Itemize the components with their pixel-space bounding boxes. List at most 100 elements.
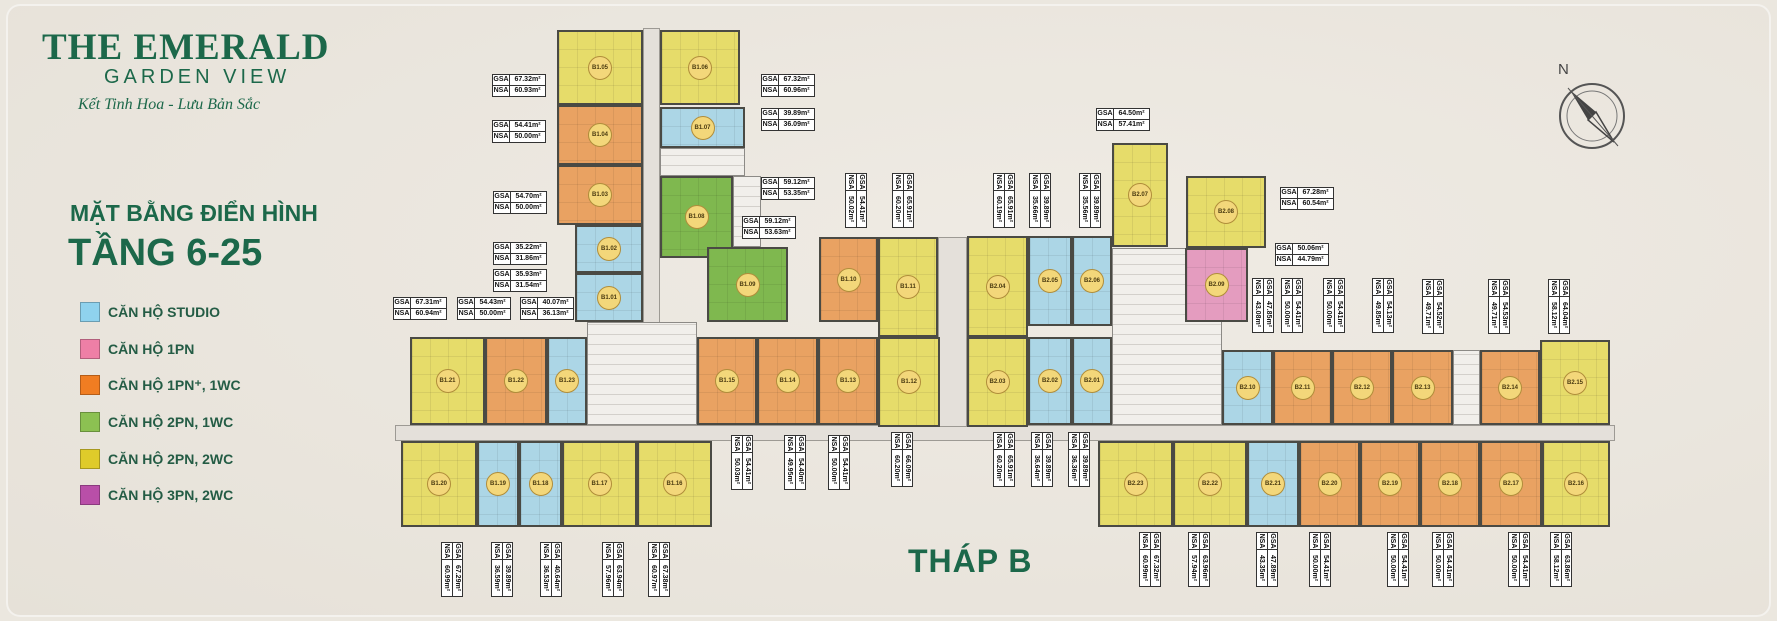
gsa-value: 40.64m²	[551, 560, 561, 596]
nsa-label: NSA	[521, 308, 538, 319]
nsa-label: NSA	[1282, 279, 1292, 296]
apartment-unit[interactable]: B2.22	[1173, 441, 1247, 527]
apartment-unit[interactable]: B2.10	[1222, 350, 1273, 425]
gsa-label: GSA	[902, 433, 912, 450]
apartment-unit[interactable]: B1.14	[757, 337, 818, 425]
nsa-value: 50.00m²	[1510, 554, 1518, 582]
apartment-unit[interactable]: B2.12	[1332, 350, 1392, 425]
legend-item: CĂN HỘ 1PN	[80, 339, 194, 359]
nsa-label: NSA	[1281, 198, 1298, 209]
apartment-unit[interactable]: B2.09	[1185, 248, 1248, 322]
apartment-unit[interactable]: B1.02	[575, 225, 643, 273]
legend-label: CĂN HỘ 2PN, 1WC	[108, 414, 234, 430]
unit-number-badge: B1.02	[597, 237, 621, 261]
apartment-unit[interactable]: B1.11	[878, 237, 938, 337]
unit-number-badge: B2.05	[1038, 269, 1062, 293]
gsa-label: GSA	[1097, 109, 1114, 120]
apartment-unit[interactable]: B1.09	[707, 247, 788, 322]
apartment-unit[interactable]: B1.03	[557, 165, 643, 225]
gsa-label: GSA	[1276, 244, 1293, 255]
apartment-unit[interactable]: B2.03	[967, 337, 1028, 427]
nsa-label: NSA	[994, 433, 1004, 450]
gsa-label: GSA	[903, 174, 913, 191]
apartment-unit[interactable]: B1.12	[878, 337, 940, 427]
nsa-value: 36.64m²	[1033, 454, 1041, 482]
gsa-label: GSA	[394, 298, 411, 309]
apartment-unit[interactable]: B2.14	[1480, 350, 1540, 425]
gsa-value: 39.89m²	[1079, 450, 1089, 486]
apartment-unit[interactable]: B2.08	[1186, 176, 1266, 248]
nsa-label: NSA	[442, 543, 452, 560]
apartment-unit[interactable]: B2.02	[1028, 337, 1072, 425]
apartment-unit[interactable]: B2.16	[1542, 441, 1610, 527]
gsa-value: 39.89m²	[1042, 450, 1052, 486]
apartment-unit[interactable]: B2.23	[1098, 441, 1173, 527]
stair-core	[587, 322, 697, 425]
gsa-label: GSA	[1443, 533, 1453, 550]
apartment-unit[interactable]: B2.04	[967, 236, 1028, 337]
apartment-unit[interactable]: B1.04	[557, 105, 643, 165]
apartment-unit[interactable]: B1.08	[660, 176, 733, 258]
apartment-unit[interactable]: B2.07	[1112, 143, 1168, 247]
center-corridor	[938, 237, 967, 427]
apartment-unit[interactable]: B2.05	[1028, 236, 1072, 326]
apartment-unit[interactable]: B1.16	[637, 441, 712, 527]
apartment-unit[interactable]: B1.17	[562, 441, 637, 527]
apartment-unit[interactable]: B2.17	[1480, 441, 1542, 527]
apartment-unit[interactable]: B1.22	[485, 337, 547, 425]
gsa-value: 63.96m²	[1199, 550, 1209, 586]
apartment-unit[interactable]: B1.19	[477, 441, 519, 527]
nsa-label: NSA	[1373, 279, 1383, 296]
apartment-unit[interactable]: B1.06	[660, 30, 740, 105]
gsa-value: 63.86m²	[1561, 550, 1571, 586]
apartment-unit[interactable]: B1.13	[818, 337, 878, 425]
nsa-value: 58.12m²	[1550, 301, 1558, 329]
unit-number-badge: B2.06	[1080, 269, 1104, 293]
apartment-unit[interactable]: B2.06	[1072, 236, 1112, 326]
apartment-unit[interactable]: B2.15	[1540, 340, 1610, 425]
gsa-label: GSA	[1150, 533, 1160, 550]
apartment-unit[interactable]: B1.01	[575, 273, 643, 322]
apartment-unit[interactable]: B2.18	[1420, 441, 1480, 527]
nsa-label: NSA	[493, 85, 510, 96]
nsa-label: NSA	[829, 436, 839, 453]
nsa-value: 60.97m²	[650, 564, 658, 592]
nsa-value: 50.00m²	[1434, 554, 1442, 582]
apartment-unit[interactable]: B1.10	[819, 237, 878, 322]
apartment-unit[interactable]: B1.23	[547, 337, 587, 425]
apartment-unit[interactable]: B1.20	[401, 441, 477, 527]
unit-number-badge: B2.14	[1498, 375, 1522, 400]
apartment-unit[interactable]: B1.05	[557, 30, 643, 105]
apartment-unit[interactable]: B1.07	[660, 107, 745, 148]
unit-number-badge: B1.21	[435, 369, 460, 393]
apartment-unit[interactable]: B2.11	[1273, 350, 1332, 425]
unit-number-badge: B1.03	[588, 183, 612, 207]
apartment-unit[interactable]: B1.21	[410, 337, 485, 425]
stair-core	[1453, 350, 1480, 425]
legend-label: CĂN HỘ STUDIO	[108, 304, 220, 320]
apartment-unit[interactable]: B2.13	[1392, 350, 1453, 425]
nsa-label: NSA	[1276, 254, 1293, 265]
apartment-unit[interactable]: B1.15	[697, 337, 757, 425]
apartment-unit[interactable]: B2.19	[1360, 441, 1420, 527]
nsa-label: NSA	[494, 280, 511, 291]
unit-number-badge: B2.02	[1038, 369, 1062, 393]
apartment-unit[interactable]: B2.21	[1247, 441, 1299, 527]
apartment-unit[interactable]: B2.20	[1299, 441, 1360, 527]
gsa-value: 54.52m²	[1433, 297, 1443, 333]
apartment-unit[interactable]: B1.18	[519, 441, 562, 527]
logo-subtitle: GARDEN VIEW	[104, 66, 291, 88]
nsa-value: 50.00m²	[515, 204, 542, 212]
apartment-unit[interactable]: B2.01	[1072, 337, 1112, 425]
gsa-label: GSA	[1383, 279, 1393, 296]
